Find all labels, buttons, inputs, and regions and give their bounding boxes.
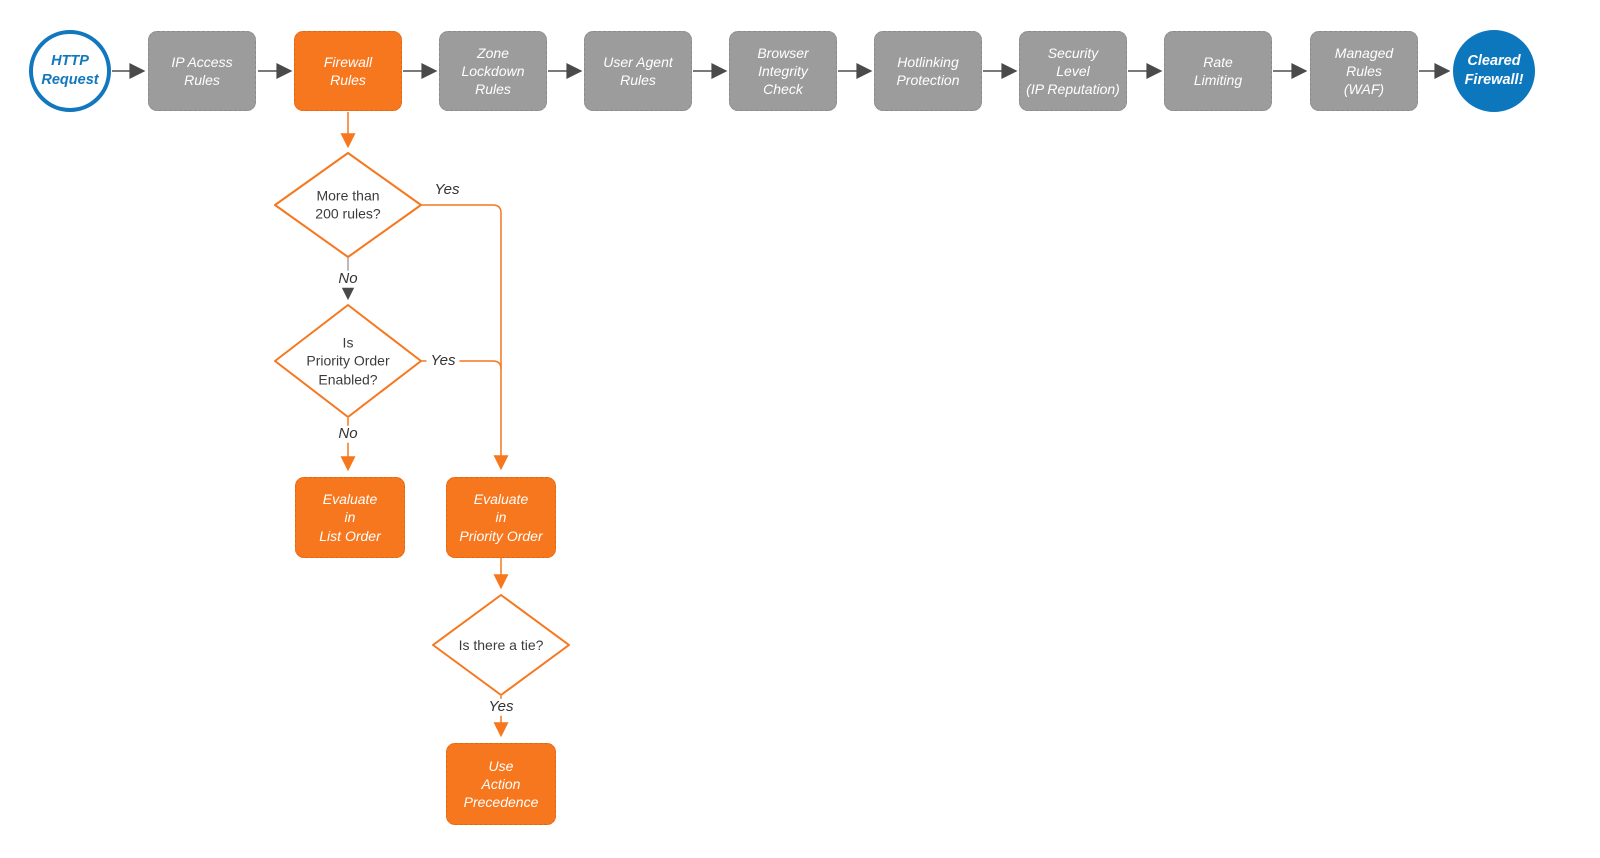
edge-label-priority-no: No	[334, 425, 362, 443]
stage-security-level: Security Level (IP Reputation)	[1019, 31, 1127, 111]
process-use-action-precedence: Use Action Precedence	[446, 743, 556, 825]
decision-priority-order-enabled-label: Is Priority Order Enabled?	[306, 334, 390, 388]
stage-ip-access-rules: IP Access Rules	[148, 31, 256, 111]
edge-label-priority-yes: Yes	[426, 352, 460, 370]
stage-rate-limiting: Rate Limiting	[1164, 31, 1272, 111]
end-node-cleared-firewall: Cleared Firewall!	[1453, 30, 1535, 112]
stage-zone-lockdown-rules: Zone Lockdown Rules	[439, 31, 547, 111]
decision-priority-order-enabled-shape	[274, 304, 422, 418]
decision-more-than-200-rules-label: More than 200 rules?	[315, 187, 381, 222]
stage-managed-rules-waf: Managed Rules (WAF)	[1310, 31, 1418, 111]
edge-label-rule-count-yes: Yes	[430, 181, 464, 199]
process-evaluate-in-priority-order: Evaluate in Priority Order	[446, 477, 556, 558]
edge-label-rule-count-no: No	[334, 270, 362, 288]
stage-firewall-rules: Firewall Rules	[294, 31, 402, 111]
process-evaluate-in-list-order: Evaluate in List Order	[295, 477, 405, 558]
edge-rule-count-yes-to-priority-order	[421, 204, 509, 471]
edge-label-tie-yes: Yes	[484, 698, 518, 716]
stage-browser-integrity-check: Browser Integrity Check	[729, 31, 837, 111]
edge-priority-yes-merge	[421, 360, 502, 370]
start-node-http-request: HTTP Request	[29, 30, 111, 112]
decision-more-than-200-rules-shape	[274, 152, 422, 258]
decision-is-there-a-tie-shape	[432, 594, 570, 696]
stage-hotlinking-protection: Hotlinking Protection	[874, 31, 982, 111]
stage-user-agent-rules: User Agent Rules	[584, 31, 692, 111]
decision-is-there-a-tie-label: Is there a tie?	[458, 636, 544, 653]
